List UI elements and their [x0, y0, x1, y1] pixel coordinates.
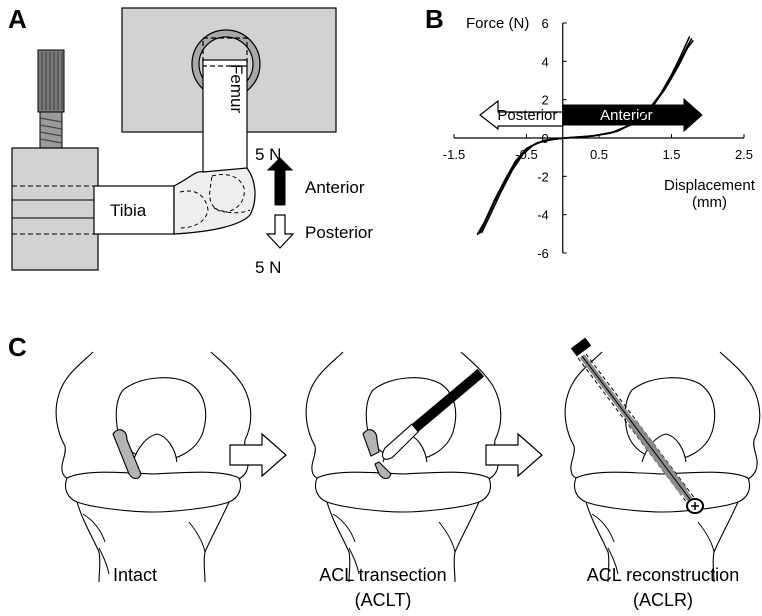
- tibia-fixture-lines: [12, 185, 98, 235]
- scalpel-icon: [382, 368, 485, 460]
- chart-b-xlabel-line1: Displacement: [664, 177, 756, 194]
- chart-b-series: [476, 36, 694, 236]
- chart-b-y-tick-label: 2: [542, 93, 549, 108]
- anterior-label: Anterior: [305, 178, 365, 197]
- caption-aclt-line2: (ACLT): [355, 590, 412, 610]
- chart-b-xlabel-line2: (mm): [692, 194, 727, 211]
- chart-b-ylabel: Force (N): [466, 15, 529, 32]
- bone-tunnel: [577, 357, 689, 505]
- knee-aclt: [305, 351, 502, 583]
- panel-b-letter: B: [425, 4, 444, 34]
- chart-b-tick-labels: -1.5 -0.5 0.5 1.5 2.5 -6 -4 -2 0 2 4 6: [443, 16, 753, 261]
- knee-joint-dashed-contours: [179, 174, 251, 229]
- chart-b-x-tick-label: -0.5: [515, 147, 537, 162]
- chart-b-x-tick-label: 0.5: [590, 147, 608, 162]
- femur-socket-outline: [202, 37, 248, 67]
- knee-aclr: [564, 337, 761, 583]
- tibia-screw-knurl: [41, 52, 63, 110]
- caption-intact: Intact: [113, 565, 157, 585]
- force-top-label: 5 N: [255, 145, 281, 164]
- screw-outline: [581, 355, 693, 503]
- chart-b-y-tick-label: -6: [537, 246, 549, 261]
- progress-arrow-1: [229, 432, 287, 478]
- chart-b-x-tick-label: 1.5: [662, 147, 680, 162]
- force-bottom-label: 5 N: [255, 258, 281, 277]
- posterior-force-arrow: [265, 214, 295, 249]
- panel-a: A Femur Tibia: [8, 4, 373, 277]
- chart-b-y-tick-label: 6: [542, 16, 549, 31]
- chart-b-posterior-label: Posterior: [497, 107, 557, 124]
- panel-a-letter: A: [8, 4, 27, 34]
- acl-ligament-intact: [112, 429, 142, 480]
- knee-intact: [55, 351, 252, 583]
- tibia-label: Tibia: [110, 201, 147, 220]
- caption-aclr-line2: (ACLR): [633, 590, 693, 610]
- panel-c: C: [8, 332, 761, 610]
- acl-stump-femoral: [362, 429, 380, 457]
- posterior-label: Posterior: [305, 223, 373, 242]
- caption-aclr-line1: ACL reconstruction: [587, 565, 739, 585]
- chart-b-y-tick-label: 0: [542, 131, 549, 146]
- chart-b-y-tick-label: -4: [537, 208, 549, 223]
- caption-aclt-line1: ACL transection: [319, 565, 446, 585]
- chart-b-x-tick-label: 2.5: [735, 147, 753, 162]
- chart-b-y-tick-label: -2: [537, 169, 549, 184]
- chart-b-series-line-2: [476, 36, 691, 236]
- knee-joint: [173, 167, 256, 235]
- chart-b-axes: [453, 22, 745, 254]
- chart-b-y-tick-label: 4: [542, 54, 549, 69]
- acl-stump-tibial: [374, 461, 392, 480]
- nut-icon: [686, 498, 704, 514]
- tibia-fixture-block: [11, 147, 99, 271]
- panel-c-letter: C: [8, 332, 27, 362]
- tibia-screw-thread-lines: [39, 117, 63, 144]
- chart-b-x-tick-label: -1.5: [443, 147, 465, 162]
- anterior-force-arrow: [266, 157, 294, 206]
- screw-head-top: [570, 337, 592, 357]
- chart-b-anterior-arrow: [562, 97, 703, 133]
- femur-bone-rect: [202, 59, 248, 173]
- chart-b-posterior-arrow: [479, 99, 564, 131]
- progress-arrow-2: [485, 432, 543, 478]
- femur-label: Femur: [227, 64, 246, 113]
